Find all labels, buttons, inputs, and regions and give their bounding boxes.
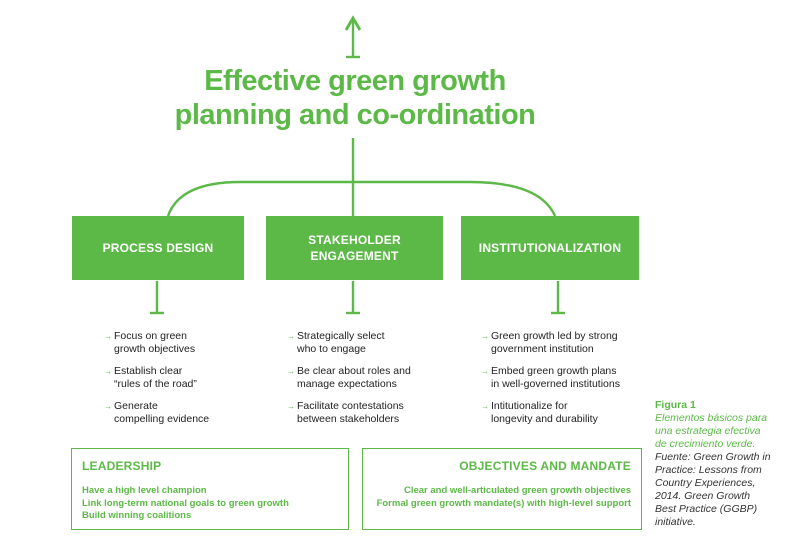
pillar-label-line: ENGAGEMENT	[310, 249, 399, 263]
arrow-icon: →	[287, 332, 295, 341]
leadership-lines: Have a high level champion Link long-ter…	[82, 485, 344, 523]
objectives-box: OBJECTIVES AND MANDATE Clear and well-ar…	[362, 448, 642, 530]
list-item: → Strategically select who to engage	[287, 330, 462, 356]
list-item: → Be clear about roles and manage expect…	[287, 365, 462, 391]
objectives-line: Clear and well-articulated green growth …	[403, 485, 631, 496]
list-item-text: Facilitate contestations between stakeho…	[297, 400, 404, 425]
list-item-text: Focus on green growth objectives	[114, 330, 196, 355]
list-item-text: Intitutionalize for longevity and durabi…	[491, 400, 598, 425]
pillar-label-line: STAKEHOLDER	[308, 233, 401, 247]
caption-subtitle-line: una estrategia efectiva	[655, 425, 761, 437]
caption-subtitle-line: Elementos básicos para	[655, 412, 768, 424]
bullets-stakeholder-engagement: → Strategically select who to engage → B…	[287, 330, 462, 435]
leadership-line: Have a high level champion	[82, 485, 207, 496]
caption-source-line: Country Experiences,	[655, 477, 756, 489]
arrow-icon: →	[287, 367, 295, 376]
list-item: → Generate compelling evidence	[104, 400, 264, 426]
caption-source-line: Fuente: Green Growth in	[655, 451, 771, 463]
list-item: → Facilitate contestations between stake…	[287, 400, 462, 426]
connecting-arch	[166, 180, 557, 217]
pillar-label: INSTITUTIONALIZATION	[479, 240, 621, 256]
pillar-stakeholder-engagement: STAKEHOLDER ENGAGEMENT	[266, 216, 443, 280]
caption-source-line: Practice: Lessons from	[655, 464, 762, 476]
leadership-line: Build winning coalitions	[82, 510, 192, 521]
pillar-process-design: PROCESS DESIGN	[72, 216, 244, 280]
caption-source-line: 2014. Green Growth	[655, 490, 751, 502]
objectives-lines: Clear and well-articulated green growth …	[363, 485, 631, 510]
pillar-label-line: INSTITUTIONALIZATION	[478, 241, 622, 255]
bullets-process-design: → Focus on green growth objectives → Est…	[104, 330, 264, 435]
list-item-text: Be clear about roles and manage expectat…	[297, 365, 411, 390]
caption-source-line: initiative.	[655, 516, 696, 528]
arrow-icon: →	[481, 332, 489, 341]
leadership-title: LEADERSHIP	[82, 459, 162, 473]
arrow-icon: →	[481, 367, 489, 376]
list-item-text: Green growth led by strong government in…	[491, 330, 618, 355]
arrow-icon: →	[481, 402, 489, 411]
leadership-line: Link long-term national goals to green g…	[82, 497, 289, 509]
arrow-icon: →	[287, 402, 295, 411]
title-line-2: planning and co-ordination	[174, 99, 536, 131]
list-item: → Establish clear “rules of the road”	[104, 365, 264, 391]
figure-number: Figura 1	[655, 399, 696, 411]
figure-caption: Figura 1 Elementos básicos para una estr…	[655, 399, 800, 529]
objectives-title: OBJECTIVES AND MANDATE	[459, 459, 631, 473]
list-item: → Focus on green growth objectives	[104, 330, 264, 356]
pillar-institutionalization: INSTITUTIONALIZATION	[461, 216, 639, 280]
list-item-text: Strategically select who to engage	[297, 330, 385, 355]
pillar-label: PROCESS DESIGN	[103, 240, 214, 256]
leadership-box: LEADERSHIP Have a high level champion Li…	[71, 448, 349, 530]
bullets-institutionalization: → Green growth led by strong government …	[481, 330, 656, 435]
arrow-icon: →	[104, 367, 112, 376]
pillar-label: STAKEHOLDER ENGAGEMENT	[308, 232, 401, 264]
list-item-text: Establish clear “rules of the road”	[114, 365, 197, 390]
caption-source-line: Best Practice (GGBP)	[655, 503, 758, 515]
list-item: → Intitutionalize for longevity and dura…	[481, 400, 656, 426]
title-line-1: Effective green growth	[204, 65, 506, 97]
pillar-label-line: PROCESS DESIGN	[102, 241, 214, 255]
list-item: → Green growth led by strong government …	[481, 330, 656, 356]
diagram-title: Effective green growth planning and co-o…	[140, 64, 570, 132]
list-item-text: Generate compelling evidence	[114, 400, 210, 425]
arrow-icon: →	[104, 332, 112, 341]
list-item-text: Embed green growth plans in well-governe…	[491, 365, 620, 390]
caption-subtitle-line: de crecimiento verde.	[655, 438, 756, 450]
arrow-icon: →	[104, 402, 112, 411]
list-item: → Embed green growth plans in well-gover…	[481, 365, 656, 391]
objectives-line: Formal green growth mandate(s) with high…	[376, 497, 631, 509]
